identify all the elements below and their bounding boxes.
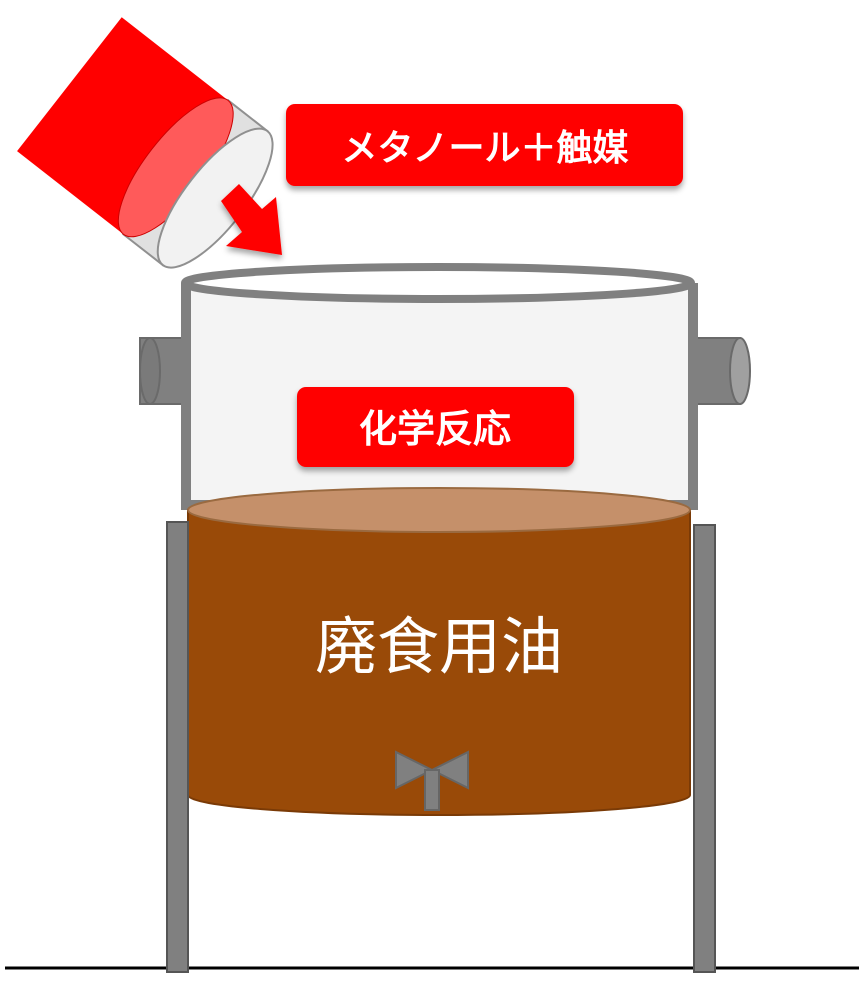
vessel-rim (181, 263, 695, 303)
drain-valve-icon (395, 750, 469, 811)
input-label-box (286, 104, 683, 186)
oil-label: 廃食用油 (315, 610, 563, 683)
left-leg (166, 521, 189, 973)
pouring-bottle-icon (17, 17, 274, 269)
reaction-vessel (181, 263, 698, 510)
right-leg (693, 524, 716, 973)
pour-arrow-icon (221, 184, 282, 255)
oil-body (187, 487, 691, 816)
input-label: メタノール＋触媒 (342, 128, 630, 169)
oil-surface (187, 487, 691, 533)
reaction-label: 化学反応 (359, 407, 511, 451)
right-handle (689, 337, 751, 405)
reaction-label-box (297, 387, 574, 467)
